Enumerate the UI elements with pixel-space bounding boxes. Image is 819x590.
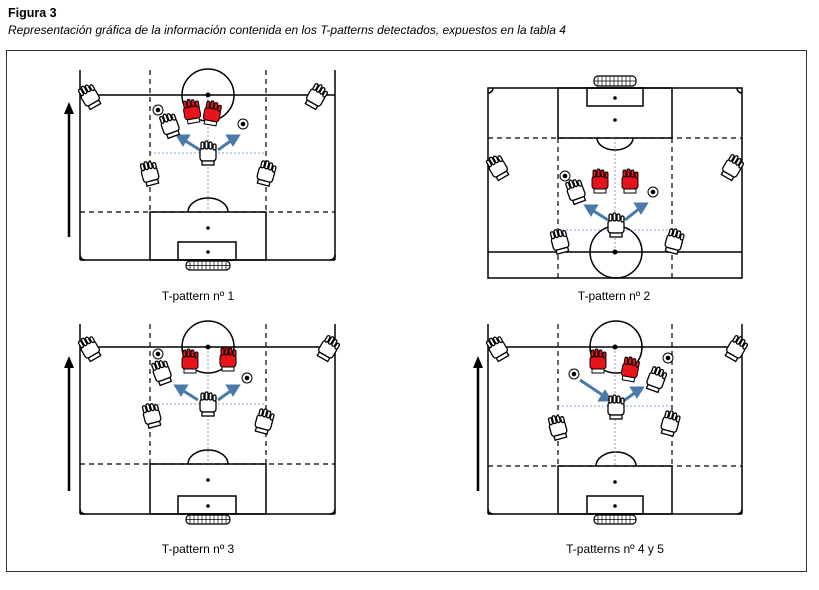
- pitch-panel-3: [60, 316, 350, 531]
- defender-glove-icon: [182, 98, 222, 127]
- direction-arrow-icon: [473, 356, 483, 491]
- zone-lines: [80, 324, 335, 465]
- pitch-diagram-4: [473, 320, 749, 525]
- field-lines: [487, 87, 743, 279]
- pitch-panel-2: [470, 68, 760, 283]
- panel-label-4: T-patterns nº 4 y 5: [566, 542, 664, 556]
- defender-glove-icon: [591, 168, 639, 194]
- pitch-diagram-2: [485, 75, 745, 279]
- pitch-diagram-3: [64, 320, 341, 525]
- figure-frame: [6, 50, 807, 572]
- ball-icon: [568, 352, 674, 380]
- figure-caption: Representación gráfica de la información…: [8, 23, 566, 37]
- ball-icon: [152, 348, 253, 384]
- panel-label-3: T-pattern nº 3: [161, 542, 235, 556]
- pitch-panel-4: [470, 316, 760, 531]
- goal-net-icon: [593, 75, 637, 87]
- panel-label-2: T-pattern nº 2: [577, 289, 651, 303]
- attacker-glove-icon: [77, 335, 341, 435]
- defender-glove-icon: [181, 346, 237, 374]
- defender-glove-icon: [589, 348, 640, 383]
- attacker-glove-icon: [485, 154, 745, 255]
- field-lines: [79, 68, 336, 261]
- figure-title: Figura 3: [8, 6, 57, 20]
- direction-arrow-icon: [64, 356, 74, 491]
- goal-net-icon: [185, 260, 231, 271]
- pass-arrows: [175, 134, 241, 152]
- zone-lines: [80, 70, 335, 213]
- pitch-panel-1: [60, 62, 350, 277]
- panel-label-1: T-pattern nº 1: [161, 289, 235, 303]
- goal-net-icon: [185, 514, 231, 525]
- field-lines: [79, 320, 336, 515]
- pitch-diagram-1: [64, 68, 336, 271]
- attacker-glove-icon: [77, 83, 329, 187]
- pass-arrows: [583, 202, 649, 222]
- direction-arrow-icon: [64, 102, 74, 237]
- ball-icon: [152, 104, 249, 130]
- zone-lines: [488, 324, 742, 467]
- pass-arrows: [173, 384, 241, 402]
- goal-net-icon: [593, 514, 637, 525]
- ball-icon: [559, 170, 659, 198]
- attacker-glove-icon: [485, 335, 749, 441]
